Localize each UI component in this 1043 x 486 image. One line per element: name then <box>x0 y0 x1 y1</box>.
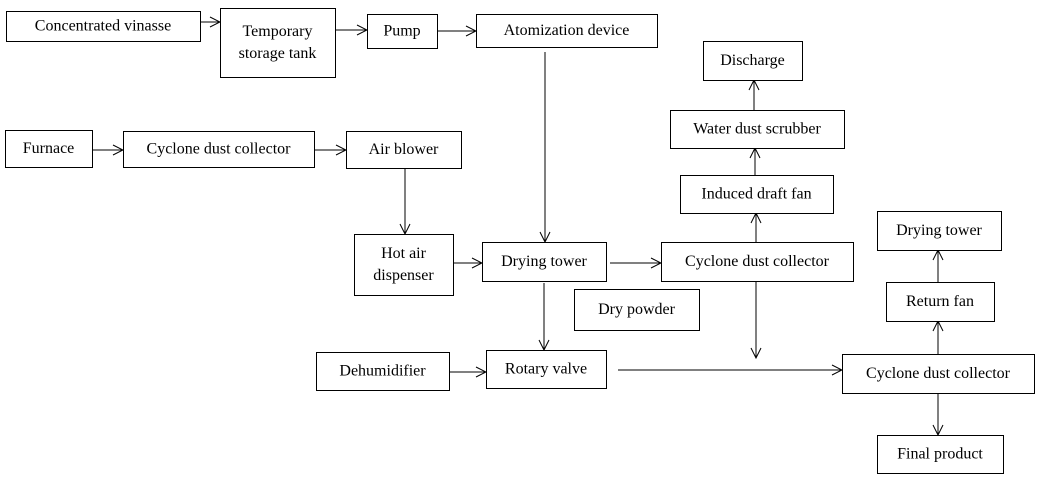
node-box <box>220 8 336 78</box>
node-cyclone-dust-collector-3: Cyclone dust collector <box>842 354 1035 394</box>
node-rotary-valve: Rotary valve <box>486 350 607 389</box>
node-label: Drying tower <box>896 222 982 239</box>
node-box <box>680 175 834 214</box>
node-concentrated-vinasse: Concentrated vinasse <box>6 11 201 42</box>
edges-layer <box>92 22 938 435</box>
node-pump: Pump <box>367 14 438 49</box>
node-label: Discharge <box>720 52 785 69</box>
node-label: Atomization device <box>504 22 630 39</box>
node-label: storage tank <box>239 45 317 62</box>
node-drying-tower-2: Drying tower <box>877 211 1002 251</box>
node-label: Induced draft fan <box>701 186 811 203</box>
node-box <box>886 282 995 322</box>
node-box <box>354 234 454 296</box>
node-label: Final product <box>897 446 983 463</box>
node-furnace: Furnace <box>5 130 93 168</box>
node-water-dust-scrubber: Water dust scrubber <box>670 110 845 149</box>
node-cyclone-dust-collector-2: Cyclone dust collector <box>661 242 854 282</box>
node-temporary-storage-tank: Temporary storage tank <box>220 8 336 78</box>
node-return-fan: Return fan <box>886 282 995 322</box>
node-box <box>316 352 450 391</box>
node-label: Dry powder <box>598 301 676 318</box>
node-label: Temporary <box>243 23 313 40</box>
node-discharge: Discharge <box>703 41 803 81</box>
node-final-product: Final product <box>877 435 1004 474</box>
node-hot-air-dispenser: Hot air dispenser <box>354 234 454 296</box>
node-air-blower: Air blower <box>346 131 462 169</box>
node-cyclone-dust-collector-1: Cyclone dust collector <box>123 131 315 168</box>
node-label: Cyclone dust collector <box>866 365 1011 382</box>
node-box <box>5 130 93 168</box>
node-box <box>486 350 607 389</box>
node-label: Concentrated vinasse <box>35 18 171 35</box>
node-box <box>574 289 700 331</box>
node-box <box>877 211 1002 251</box>
node-box <box>877 435 1004 474</box>
node-label: Cyclone dust collector <box>685 253 830 270</box>
node-box <box>476 14 658 48</box>
node-label: Pump <box>383 23 420 40</box>
node-induced-draft-fan: Induced draft fan <box>680 175 834 214</box>
node-label: Rotary valve <box>505 361 587 378</box>
node-box <box>661 242 854 282</box>
node-label: Hot air <box>381 245 427 262</box>
node-label: Furnace <box>23 140 75 157</box>
node-label: Water dust scrubber <box>693 121 821 138</box>
node-box <box>670 110 845 149</box>
node-label: Drying tower <box>501 253 587 270</box>
node-drying-tower-1: Drying tower <box>482 242 607 282</box>
node-label: Dehumidifier <box>339 363 426 380</box>
node-dehumidifier: Dehumidifier <box>316 352 450 391</box>
node-box <box>6 11 201 42</box>
node-label: Return fan <box>906 293 974 310</box>
node-box <box>123 131 315 168</box>
node-label: dispenser <box>373 267 434 284</box>
nodes-layer: Concentrated vinasse Temporary storage tan… <box>5 8 1035 474</box>
node-label: Cyclone dust collector <box>147 141 292 158</box>
node-box <box>482 242 607 282</box>
node-box <box>703 41 803 81</box>
node-box <box>346 131 462 169</box>
node-atomization-device: Atomization device <box>476 14 658 48</box>
node-box <box>367 14 438 49</box>
node-label: Air blower <box>369 141 439 158</box>
node-box <box>842 354 1035 394</box>
node-dry-powder: Dry powder <box>574 289 700 331</box>
